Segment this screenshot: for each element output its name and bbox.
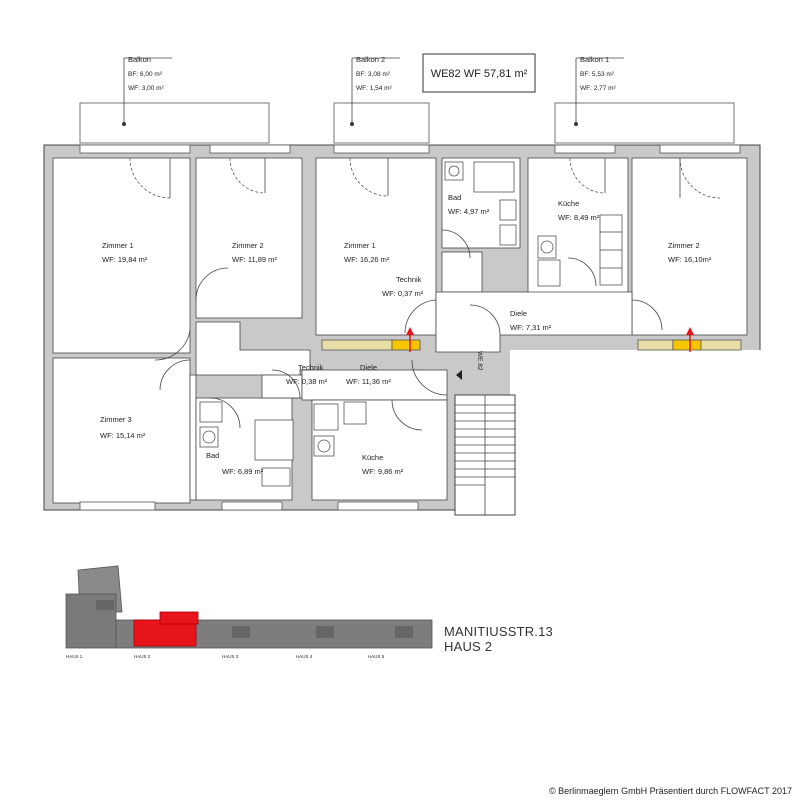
apartment-label-box: WE82 WF 57,81 m² — [422, 53, 536, 93]
balcony-2: Balkon 2 BF: 3,08 m² WF: 1,54 m² — [333, 55, 430, 144]
site-house-label-3: HAUS 3 — [222, 654, 239, 659]
site-map: HAUS 1 HAUS 2 HAUS 3 HAUS 4 HAUS 5 — [65, 565, 433, 659]
fixtures — [199, 161, 623, 487]
room-zimmer3-wf: WF: 15,14 m² — [100, 431, 146, 440]
room-zimmer1-right-name: Zimmer 1 — [344, 241, 376, 250]
room-zimmer1-right-wf: WF: 16,26 m² — [344, 255, 390, 264]
room-technik-right-name: Technik — [396, 275, 422, 284]
room-diele-left-name: Diele — [360, 363, 377, 372]
room-technik-left-wf: WF: 0,38 m² — [286, 377, 328, 386]
room-zimmer2-right-name: Zimmer 2 — [668, 241, 700, 250]
room-labels: Zimmer 1 WF: 19,84 m² Zimmer 2 WF: 11,89… — [100, 193, 712, 476]
room-kueche-left-wf: WF: 9,86 m² — [362, 467, 404, 476]
balcony-left-wf: WF: 3,00 m² — [128, 85, 165, 92]
site-house-label-2: HAUS 2 — [134, 654, 151, 659]
room-kueche-right-wf: WF: 8,49 m² — [558, 213, 600, 222]
street-name: MANITIUSSTR.13 — [444, 624, 553, 639]
balcony-2-bf: BF: 3,08 m² — [356, 71, 391, 78]
room-zimmer2-right-wf: WF: 16,10m² — [668, 255, 712, 264]
balcony-2-name: Balkon 2 — [356, 55, 385, 64]
house-name: HAUS 2 — [444, 639, 493, 654]
room-kueche-left-name: Küche — [362, 453, 383, 462]
apartment-label: WE82 WF 57,81 m² — [431, 68, 528, 80]
room-zimmer1-left-name: Zimmer 1 — [102, 241, 134, 250]
room-zimmer1-left-wf: WF: 19,84 m² — [102, 255, 148, 264]
copyright-notice: © Berlinmaeglern GmbH Präsentiert durch … — [548, 786, 792, 796]
room-zimmer3-name: Zimmer 3 — [100, 415, 132, 424]
room-technik-left-name: Technik — [298, 363, 324, 372]
room-zimmer2-left-name: Zimmer 2 — [232, 241, 264, 250]
balcony-1-wf: WF: 2,77 m² — [580, 85, 617, 92]
staircase — [454, 394, 516, 516]
site-house-label-4: HAUS 4 — [296, 654, 313, 659]
balcony-1-bf: BF: 5,53 m² — [580, 71, 615, 78]
room-diele-left-wf: WF: 11,36 m² — [346, 377, 391, 386]
room-zimmer2-left-wf: WF: 11,89 m² — [232, 255, 277, 264]
room-diele-right-wf: WF: 7,31 m² — [510, 323, 552, 332]
entrance-label: WE 82 — [476, 351, 483, 371]
balcony-1-name: Balkon 1 — [580, 55, 609, 64]
room-technik-right-wf: WF: 0,37 m² — [382, 289, 424, 298]
balcony-2-wf: WF: 1,54 m² — [356, 85, 393, 92]
site-house-label-5: HAUS 5 — [368, 654, 385, 659]
balcony-left-name: Balkon — [128, 55, 151, 64]
address-block: MANITIUSSTR.13 HAUS 2 — [444, 624, 553, 654]
entrance-markers: WE 82 — [406, 327, 694, 380]
doors — [129, 157, 721, 431]
room-bad-right-name: Bad — [448, 193, 461, 202]
balcony-left: Balkon BF: 6,00 m² WF: 3,00 m² — [79, 55, 270, 144]
balcony-left-bf: BF: 6,00 m² — [128, 71, 163, 78]
room-bad-right-wf: WF: 4,97 m² — [448, 207, 490, 216]
site-house-label-1: HAUS 1 — [66, 654, 83, 659]
room-bad-left-name: Bad — [206, 451, 219, 460]
room-kueche-right-name: Küche — [558, 199, 579, 208]
room-bad-left-wf: WF: 6,89 m² — [222, 467, 264, 476]
room-diele-right-name: Diele — [510, 309, 527, 318]
windows — [79, 144, 742, 511]
balcony-1: Balkon 1 BF: 5,53 m² WF: 2,77 m² — [554, 55, 735, 144]
